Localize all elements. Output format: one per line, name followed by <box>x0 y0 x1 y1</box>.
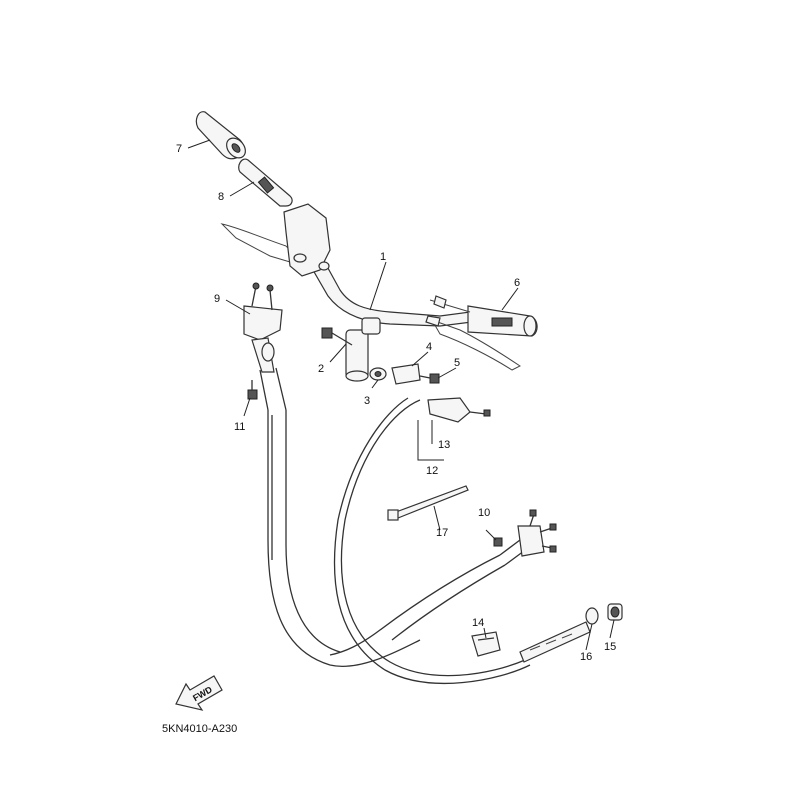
callout-6: 6 <box>514 277 520 289</box>
callout-3: 3 <box>364 395 370 407</box>
cable-splitter-9 <box>243 282 283 373</box>
cable-end-13 <box>427 397 491 423</box>
callout-14: 14 <box>472 617 484 629</box>
brake-cable-left <box>259 367 421 667</box>
callout-4: 4 <box>426 341 432 353</box>
screw-11 <box>247 380 258 400</box>
left-lever-assembly <box>220 203 331 277</box>
callout-2: 2 <box>318 363 324 375</box>
callout-17: 17 <box>436 527 448 539</box>
callout-16: 16 <box>580 651 592 663</box>
cable-tie-17 <box>387 485 469 521</box>
callout-10: 10 <box>478 507 490 519</box>
callout-13: 13 <box>438 439 450 451</box>
callout-8: 8 <box>218 191 224 203</box>
handlebar-holder <box>345 317 381 382</box>
callout-7: 7 <box>176 143 182 155</box>
right-lever <box>425 295 521 371</box>
brake-cable-right <box>333 397 531 685</box>
callout-1: 1 <box>380 251 386 263</box>
clamp-4 <box>391 363 421 385</box>
right-grip-6 <box>467 305 538 337</box>
callout-11: 11 <box>234 421 245 433</box>
callout-15: 15 <box>604 641 616 653</box>
left-grip-8 <box>238 158 293 207</box>
left-grip-7 <box>195 111 246 160</box>
callout-9: 9 <box>214 293 220 305</box>
nut-15 <box>607 603 623 621</box>
leader-lines <box>187 139 615 651</box>
screw-10 <box>493 537 503 547</box>
bolt-5 <box>419 373 440 384</box>
fwd-arrow-icon: FWD <box>175 675 223 711</box>
throttle-cable <box>329 539 529 656</box>
throttle-junction <box>517 509 557 557</box>
drawing-code: 5KN4010-A230 <box>162 723 237 735</box>
nut-3 <box>369 367 387 381</box>
bolt-2 <box>321 327 353 346</box>
callout-12: 12 <box>426 465 438 477</box>
bracket-14 <box>471 631 501 657</box>
handlebar <box>289 229 473 327</box>
callout-labels: 1 2 3 4 5 6 7 8 9 10 11 12 13 14 15 16 1… <box>176 143 616 663</box>
callout-5: 5 <box>454 357 460 369</box>
fitting-16 <box>585 607 599 625</box>
